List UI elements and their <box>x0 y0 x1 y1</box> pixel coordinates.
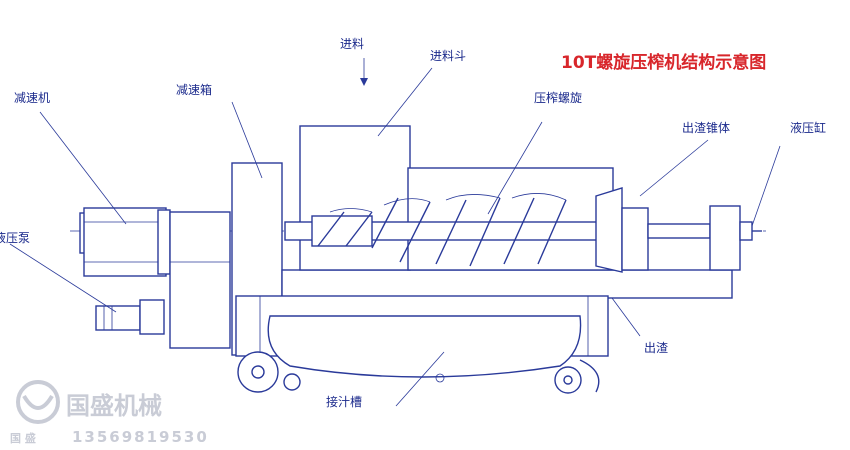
leader-lines <box>9 58 781 407</box>
feed-hopper <box>299 125 614 271</box>
juice-trough <box>267 315 582 383</box>
label-hydraulic-cylinder: 液压缸 <box>790 120 826 135</box>
label-hydraulic-pump: 液压泵 <box>0 230 30 245</box>
diagram-title: 10T螺旋压榨机结构示意图 <box>561 52 766 73</box>
label-juice-trough: 接汁槽 <box>326 394 362 409</box>
watermark-brand: 国盛机械 <box>66 392 162 420</box>
label-discharge-cone: 出渣锥体 <box>682 121 730 135</box>
watermark: 国盛机械 国 盛 13569819530 <box>10 380 209 446</box>
label-press-screw: 压榨螺旋 <box>534 90 582 105</box>
label-feed: 进料 <box>340 37 364 51</box>
label-gearbox: 减速箱 <box>176 82 212 97</box>
watermark-small: 国 盛 <box>10 431 36 445</box>
label-hopper: 进料斗 <box>430 49 466 63</box>
hydraulic-pump <box>95 299 165 335</box>
watermark-logo-icon <box>16 380 60 424</box>
reducer-motor <box>79 207 171 277</box>
watermark-phone: 13569819530 <box>72 428 209 446</box>
label-slag-outlet: 出渣 <box>644 341 668 355</box>
wheels <box>237 351 600 394</box>
discharge-cone <box>595 187 649 273</box>
label-reducer-motor: 减速机 <box>14 91 50 105</box>
hydraulic-cylinder <box>647 205 762 271</box>
